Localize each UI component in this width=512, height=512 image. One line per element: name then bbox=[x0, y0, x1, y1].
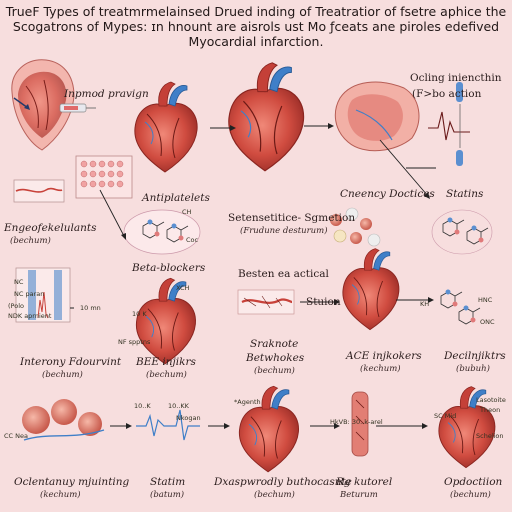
label-antiplatelets: Antiplatelets bbox=[142, 192, 210, 204]
label-hnc: HNC bbox=[478, 296, 493, 304]
label-statim-sub: (batum) bbox=[150, 490, 185, 500]
ecg-trace-blue bbox=[136, 409, 200, 441]
label-sc-mid: SC Mid bbox=[434, 412, 457, 420]
cell-cluster-cneency bbox=[330, 207, 381, 247]
label-nc: NC bbox=[14, 278, 24, 286]
label-ace-sub: (kechum) bbox=[360, 364, 401, 374]
label-10-k-a: 10..K bbox=[134, 402, 151, 410]
vessel-measurement-panel bbox=[15, 267, 71, 323]
label-rg-kutorel: Rg kutorel bbox=[336, 476, 393, 488]
label-xch: XCH bbox=[176, 284, 190, 292]
label-lasotoite: Lasotoite bbox=[476, 396, 506, 404]
label-ocling: Ocling iniencthin bbox=[410, 72, 502, 84]
label-nc-paran: NC paran bbox=[14, 290, 45, 298]
label-statim: Statim bbox=[150, 476, 186, 488]
label-10-kk: 10..KK bbox=[168, 402, 189, 410]
label-hkvb: HkVB: 30..k-arel bbox=[330, 418, 383, 426]
label-ch: CH bbox=[182, 208, 192, 216]
label-ndk: NDK aprnient bbox=[8, 312, 52, 320]
label-dxaspro: Dxaspwrodly buthocasnte bbox=[214, 476, 352, 488]
label-schelion: Schelion bbox=[476, 432, 504, 440]
vessel-sample-panel bbox=[13, 179, 65, 203]
title-line-1: TrueF Types of treatmrmelainsed Drued in… bbox=[5, 4, 507, 19]
label-statins-top: Statins bbox=[446, 188, 484, 200]
label-ace-inhibitors: ACE injkokers bbox=[346, 350, 422, 362]
label-bee-injikrs: BEE injikrs bbox=[136, 356, 196, 368]
label-stuion: Stuion bbox=[306, 296, 341, 308]
label-olentanuy-sub: (kechum) bbox=[40, 490, 81, 500]
label-10k: 10 K bbox=[132, 310, 147, 318]
label-olentanuy: Oclentanuy mjuinting bbox=[14, 476, 130, 488]
deci-molecule bbox=[440, 289, 481, 325]
label-bee-sub: (bechum) bbox=[146, 370, 187, 380]
label-engeofe-sub: (bechum) bbox=[10, 236, 51, 246]
label-fbo: (F>bo action bbox=[412, 88, 482, 100]
cell-grid-panel bbox=[75, 155, 133, 199]
label-beta-blockers: Beta-blockers bbox=[132, 262, 206, 274]
label-besten: Besten ea actical bbox=[238, 268, 329, 280]
label-cneency: Cneency Doctices bbox=[340, 188, 435, 200]
label-betwhokes-sub: (bechum) bbox=[254, 366, 295, 376]
title-block: TrueF Types of treatmrmelainsed Drued in… bbox=[0, 4, 512, 49]
label-onc: ONC bbox=[480, 318, 495, 326]
label-rolo: (Polo bbox=[8, 302, 24, 310]
label-engeofe: Engeofekelulants bbox=[4, 222, 97, 234]
label-dxaspro-sub: (bechum) bbox=[254, 490, 295, 500]
clot-vessel-panel bbox=[237, 289, 295, 315]
antiplatelet-molecule-circle bbox=[123, 209, 201, 255]
label-deciinjikrs: Decilnjiktrs bbox=[444, 350, 506, 362]
label-opdoction-sub: (bechum) bbox=[450, 490, 491, 500]
vessel-strip bbox=[351, 391, 369, 457]
label-agents: *Agenth bbox=[234, 398, 261, 406]
label-inpmod: Inpmod pravign bbox=[64, 88, 149, 100]
label-kh: KH bbox=[420, 300, 430, 308]
label-theon: Theon bbox=[480, 406, 501, 414]
ecg-trace bbox=[428, 111, 470, 141]
title-line-3: Myocardial infarction. bbox=[188, 34, 324, 49]
label-frodune: (Frudune desturum) bbox=[240, 226, 328, 236]
label-cc-mea: CC Nea bbox=[4, 432, 28, 440]
title-line-2: Scogatrons of Mypes: ɪn hnount are aisro… bbox=[12, 19, 500, 34]
label-interony-sub: (bechum) bbox=[42, 370, 83, 380]
infarct-heart-illustration bbox=[11, 59, 75, 151]
label-opdoction: Opdoctiion bbox=[444, 476, 503, 488]
syringe-illustration bbox=[59, 103, 96, 113]
cell-chain bbox=[22, 399, 105, 441]
label-interony: Interony Fdourvint bbox=[20, 356, 122, 368]
label-sraknote: Sraknote bbox=[250, 338, 299, 350]
label-nkogan: Nkogan bbox=[176, 414, 201, 422]
label-beturum: Beturum bbox=[340, 490, 378, 500]
vessel-cross-section-top-right bbox=[334, 81, 420, 152]
label-coc: Coc bbox=[186, 236, 199, 244]
label-deciinjikrs-sub: (bubuh) bbox=[456, 364, 490, 374]
label-nf-spn: NF spptns bbox=[118, 338, 151, 346]
label-setensetitice: Setensetitice- Sgmetion bbox=[228, 212, 356, 224]
label-10mn: 10 mn bbox=[80, 304, 101, 312]
label-betwhokes: Betwhokes bbox=[246, 352, 305, 364]
statin-molecule bbox=[431, 209, 493, 255]
